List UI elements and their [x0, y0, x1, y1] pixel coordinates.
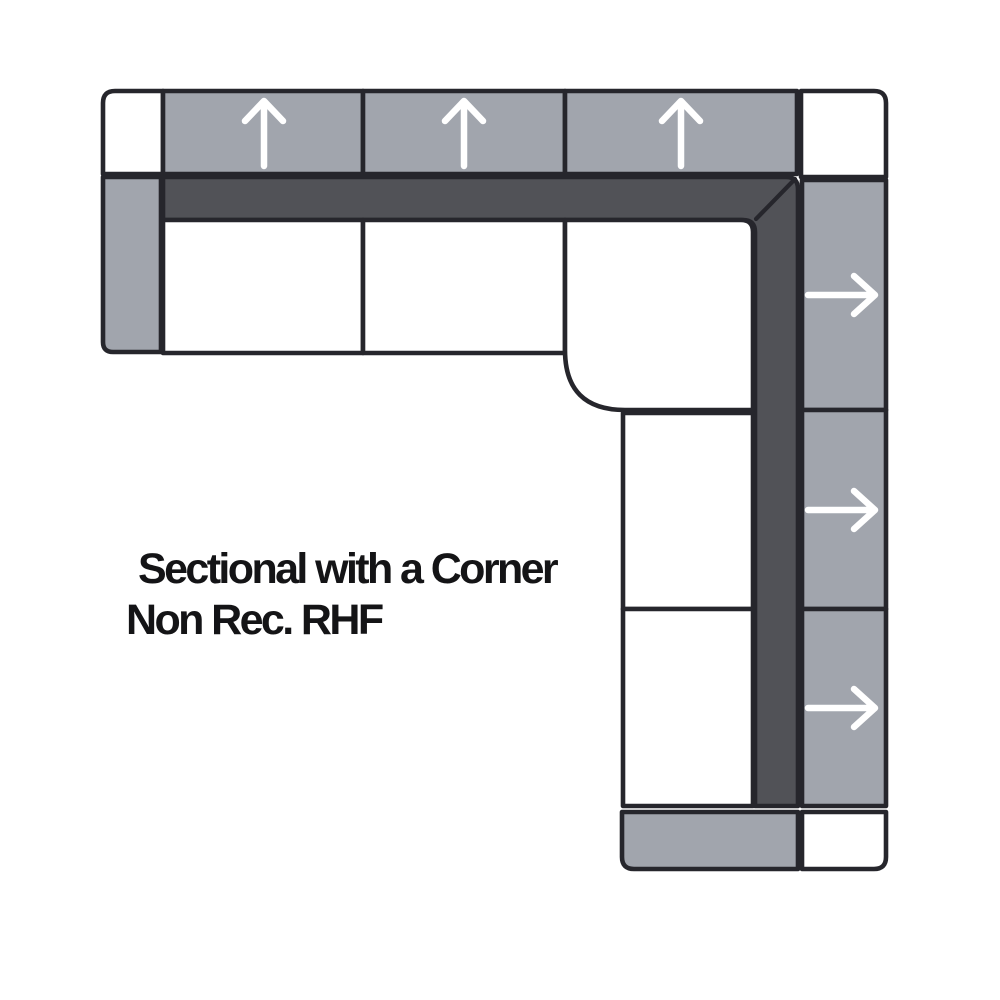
- back-band-miter-seam: [753, 176, 798, 222]
- up-arrow-icon: [441, 97, 487, 170]
- seat-1: [160, 217, 366, 356]
- caption: Sectional with a Corner Non Rec. RHF: [126, 544, 559, 646]
- end-cap-bottom-right: [799, 809, 889, 872]
- caption-line-2: Non Rec. RHF: [126, 596, 384, 644]
- seat-middle: [620, 410, 756, 612]
- right-arrow-icon: [804, 685, 879, 731]
- seat-2: [360, 217, 568, 356]
- end-cap-top-left: [100, 88, 166, 177]
- up-arrow-icon: [241, 97, 287, 170]
- up-arrow-icon: [658, 97, 704, 170]
- armrest-left: [100, 174, 164, 355]
- right-arrow-icon: [804, 487, 879, 533]
- caption-line-1: Sectional with a Corner: [138, 545, 559, 593]
- armrest-bottom: [619, 809, 801, 872]
- corner-seat: [562, 217, 756, 413]
- end-cap-top-right: [798, 88, 889, 180]
- right-arrow-icon: [804, 272, 879, 318]
- seat-bottom: [620, 606, 756, 809]
